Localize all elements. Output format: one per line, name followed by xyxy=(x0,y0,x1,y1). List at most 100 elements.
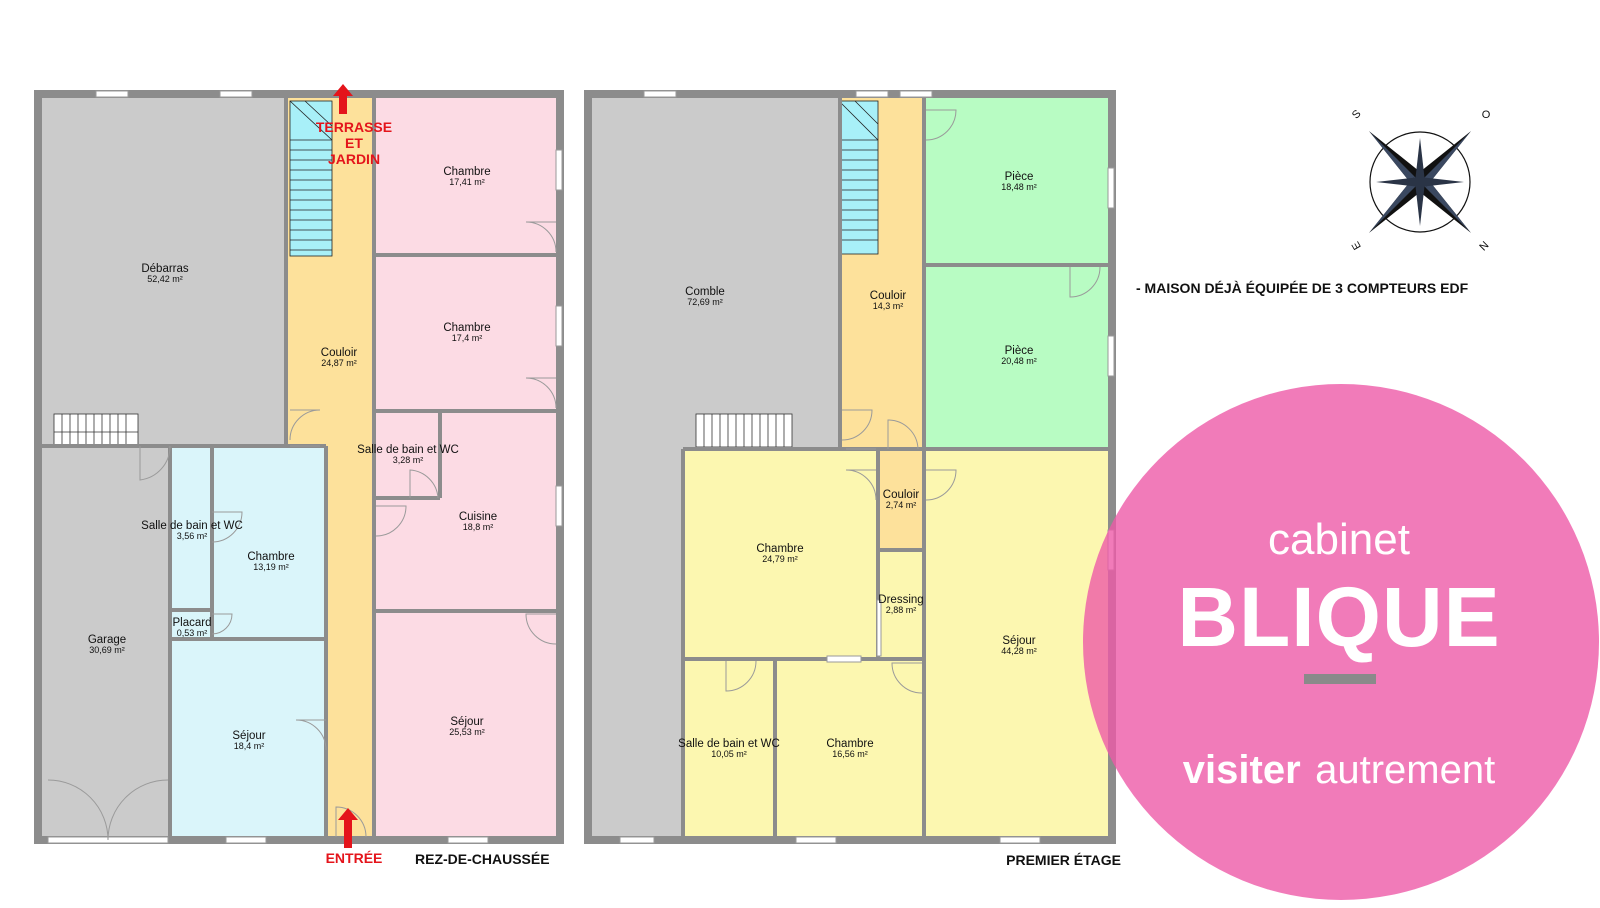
room-area-sejour-3: 44,28 m² xyxy=(1001,646,1037,656)
brand-badge: cabinet BLIQUE visiter autrement xyxy=(1083,384,1599,900)
garden-label-line-1: TERRASSE xyxy=(316,119,392,135)
room-fill-chambre-2 xyxy=(374,255,558,411)
room-name-chambre-4: Chambre xyxy=(756,543,803,555)
stair-first xyxy=(838,100,879,255)
room-area-debarras: 52,42 m² xyxy=(147,274,183,284)
brand-tagline-b: autrement xyxy=(1315,748,1495,792)
room-area-comble: 72,69 m² xyxy=(687,297,723,307)
garden-label-line-3: JARDIN xyxy=(328,151,380,167)
room-name-sdb-2: Salle de bain et WC xyxy=(141,520,243,532)
room-name-chambre-2: Chambre xyxy=(443,322,490,334)
room-name-cuisine: Cuisine xyxy=(459,511,497,523)
room-name-sejour-2: Séjour xyxy=(232,730,265,742)
compass-letter-s: S xyxy=(1350,108,1364,122)
room-fill-chambre-4 xyxy=(683,449,878,659)
garden-label-line-2: ET xyxy=(345,135,363,151)
room-area-chambre-1: 17,41 m² xyxy=(449,177,485,187)
stair-comble-treads xyxy=(703,414,785,447)
room-name-couloir-3: Couloir xyxy=(883,489,920,501)
room-fill-comble-top xyxy=(590,96,840,449)
room-fill-chambre-5 xyxy=(775,659,924,837)
room-fill-sdb-3 xyxy=(683,659,775,837)
room-area-couloir-2: 14,3 m² xyxy=(873,301,904,311)
room-area-sdb-3: 10,05 m² xyxy=(711,749,747,759)
stair-ground-treads xyxy=(289,100,333,251)
room-name-placard: Placard xyxy=(173,617,212,629)
room-fill-sdb-2 xyxy=(172,446,212,610)
ground-interior-walls xyxy=(40,96,558,837)
equipment-note: - MAISON DÉJÀ ÉQUIPÉE DE 3 COMPTEURS EDF xyxy=(1136,280,1469,296)
room-area-couloir: 24,87 m² xyxy=(321,358,357,368)
first-floor-label: PREMIER ÉTAGE xyxy=(1006,852,1121,868)
room-name-debarras: Débarras xyxy=(141,263,189,275)
stair-first-treads xyxy=(838,100,879,241)
room-name-sdb-3: Salle de bain et WC xyxy=(678,738,780,750)
room-fill-garage xyxy=(40,446,170,837)
ground-floor-label: REZ-DE-CHAUSSÉE xyxy=(415,851,550,867)
room-fill-cuisine xyxy=(374,411,558,611)
compass-rose-icon: O S E N xyxy=(1350,108,1491,253)
brand-tagline-a: visiter xyxy=(1183,748,1301,792)
room-area-sdb-2: 3,56 m² xyxy=(177,531,208,541)
room-area-cuisine: 18,8 m² xyxy=(463,522,494,532)
room-fill-dressing xyxy=(878,550,924,659)
brand-tagline: visiter autrement xyxy=(1183,748,1495,792)
brand-line-1: cabinet xyxy=(1268,515,1410,564)
first-interior-walls xyxy=(681,96,1110,837)
room-fill-chambre-1 xyxy=(374,96,558,255)
room-name-couloir: Couloir xyxy=(321,347,358,359)
garden-arrow-icon xyxy=(333,84,353,114)
room-name-comble: Comble xyxy=(685,286,725,298)
compass-letter-n: N xyxy=(1476,238,1490,252)
room-name-piece-2: Pièce xyxy=(1005,345,1034,357)
first-room-labels: Comble 72,69 m² Couloir 14,3 m² Pièce 18… xyxy=(678,171,1037,759)
room-area-sejour-2: 18,4 m² xyxy=(234,741,265,751)
ground-doors xyxy=(47,221,557,841)
brand-line-2: BLIQUE xyxy=(1177,570,1500,664)
room-name-chambre-5: Chambre xyxy=(826,738,873,750)
stair-debarras-treads xyxy=(54,414,138,446)
stair-debarras xyxy=(53,413,139,447)
ground-outer-wall xyxy=(34,90,564,844)
room-area-chambre-4: 24,79 m² xyxy=(762,554,798,564)
room-area-couloir-3: 2,74 m² xyxy=(886,500,917,510)
room-name-couloir-2: Couloir xyxy=(870,290,907,302)
entrance-arrow-icon xyxy=(338,808,358,848)
brand-circle xyxy=(1083,384,1599,900)
room-area-dressing: 2,88 m² xyxy=(886,605,917,615)
first-floor-plan: Comble 72,69 m² Couloir 14,3 m² Pièce 18… xyxy=(584,90,1121,868)
room-name-chambre-3: Chambre xyxy=(247,551,294,563)
room-fill-sejour-1 xyxy=(374,611,558,837)
room-fill-placard xyxy=(172,610,212,639)
room-name-sejour-3: Séjour xyxy=(1002,635,1035,647)
room-fill-sejour-2 xyxy=(172,639,326,837)
room-area-piece-2: 20,48 m² xyxy=(1001,356,1037,366)
room-fill-couloir-3 xyxy=(878,449,924,550)
ground-room-labels: Débarras 52,42 m² Couloir 24,87 m² Chamb… xyxy=(88,166,497,751)
room-fill-debarras xyxy=(40,96,286,446)
room-name-dressing: Dressing xyxy=(878,594,923,606)
room-name-chambre-1: Chambre xyxy=(443,166,490,178)
compass-letter-o: O xyxy=(1482,109,1491,121)
room-area-chambre-2: 17,4 m² xyxy=(452,333,483,343)
first-outer-wall xyxy=(584,90,1116,844)
compass-letter-e: E xyxy=(1350,239,1364,251)
room-area-garage: 30,69 m² xyxy=(89,645,125,655)
room-name-sdb-1: Salle de bain et WC xyxy=(357,444,459,456)
room-area-placard: 0,53 m² xyxy=(177,628,208,638)
room-area-sejour-1: 25,53 m² xyxy=(449,727,485,737)
entrance-label: ENTRÉE xyxy=(326,850,383,866)
room-area-sdb-1: 3,28 m² xyxy=(393,455,424,465)
brand-underline xyxy=(1304,674,1376,684)
room-area-chambre-3: 13,19 m² xyxy=(253,562,289,572)
room-area-chambre-5: 16,56 m² xyxy=(832,749,868,759)
room-name-sejour-1: Séjour xyxy=(450,716,483,728)
room-area-piece-1: 18,48 m² xyxy=(1001,182,1037,192)
room-fill-piece-1 xyxy=(924,96,1110,265)
first-doors xyxy=(725,109,1101,694)
room-fill-sejour-3 xyxy=(924,449,1110,837)
ground-floor-plan: Débarras 52,42 m² Couloir 24,87 m² Chamb… xyxy=(34,84,564,867)
room-name-garage: Garage xyxy=(88,634,126,646)
room-fill-chambre-3 xyxy=(212,446,326,639)
